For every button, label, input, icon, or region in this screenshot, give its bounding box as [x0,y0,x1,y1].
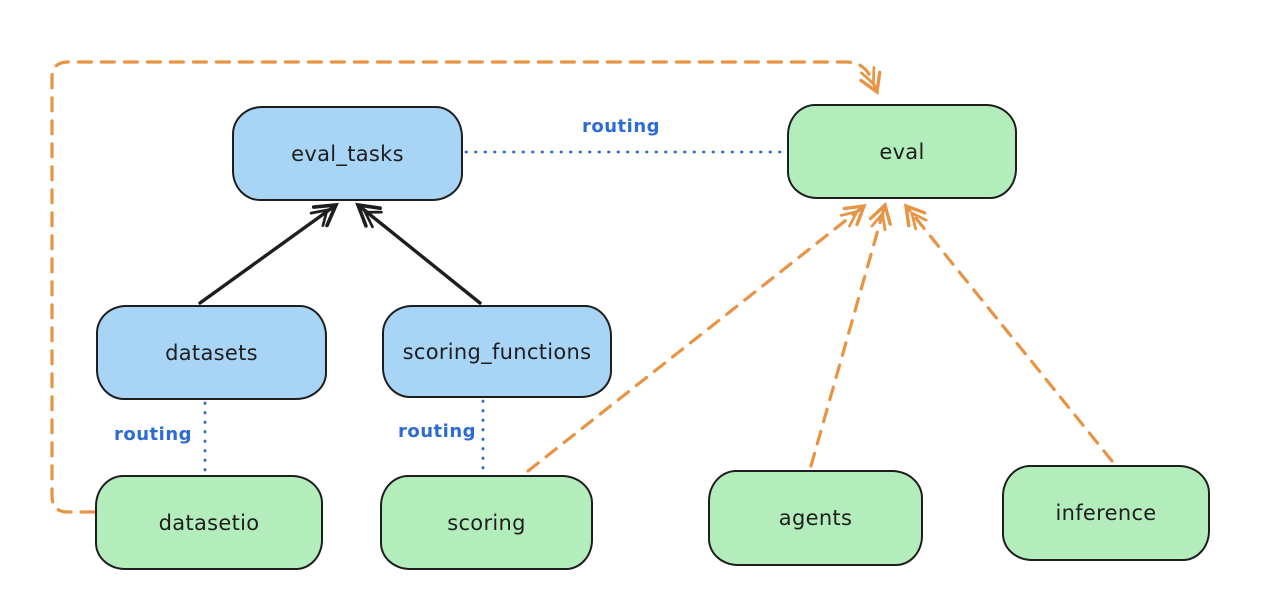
edge-scoring-to-eval [526,203,867,473]
edge-scoring-functions-to-eval-tasks [355,202,482,305]
edge-datasets-to-eval-tasks [198,202,339,305]
node-agents-label: agents [778,506,853,530]
node-datasets: datasets [96,305,327,400]
routing-label-eval-tasks-eval: routing [581,116,661,137]
node-inference: inference [1002,465,1210,561]
node-eval-label: eval [879,139,925,164]
node-eval-tasks: eval_tasks [232,106,463,201]
node-scoring: scoring [380,475,593,570]
node-scoring-functions-label: scoring_functions [402,339,592,364]
node-agents: agents [708,470,923,566]
node-datasetio-label: datasetio [158,510,260,535]
node-scoring-functions: scoring_functions [382,305,612,398]
node-eval: eval [787,104,1017,199]
routing-label-scoring-functions-scoring: routing [398,421,477,442]
routing-label-datasets-datasetio: routing [114,424,193,445]
edge-datasetio-to-eval-loop [50,60,882,514]
node-scoring-label: scoring [447,510,526,535]
node-inference-label: inference [1055,501,1157,525]
node-datasetio: datasetio [95,475,323,570]
node-eval-tasks-label: eval_tasks [291,141,404,166]
edge-inference-to-eval [903,203,1114,463]
edge-agents-to-eval [809,201,892,468]
node-datasets-label: datasets [165,340,258,365]
